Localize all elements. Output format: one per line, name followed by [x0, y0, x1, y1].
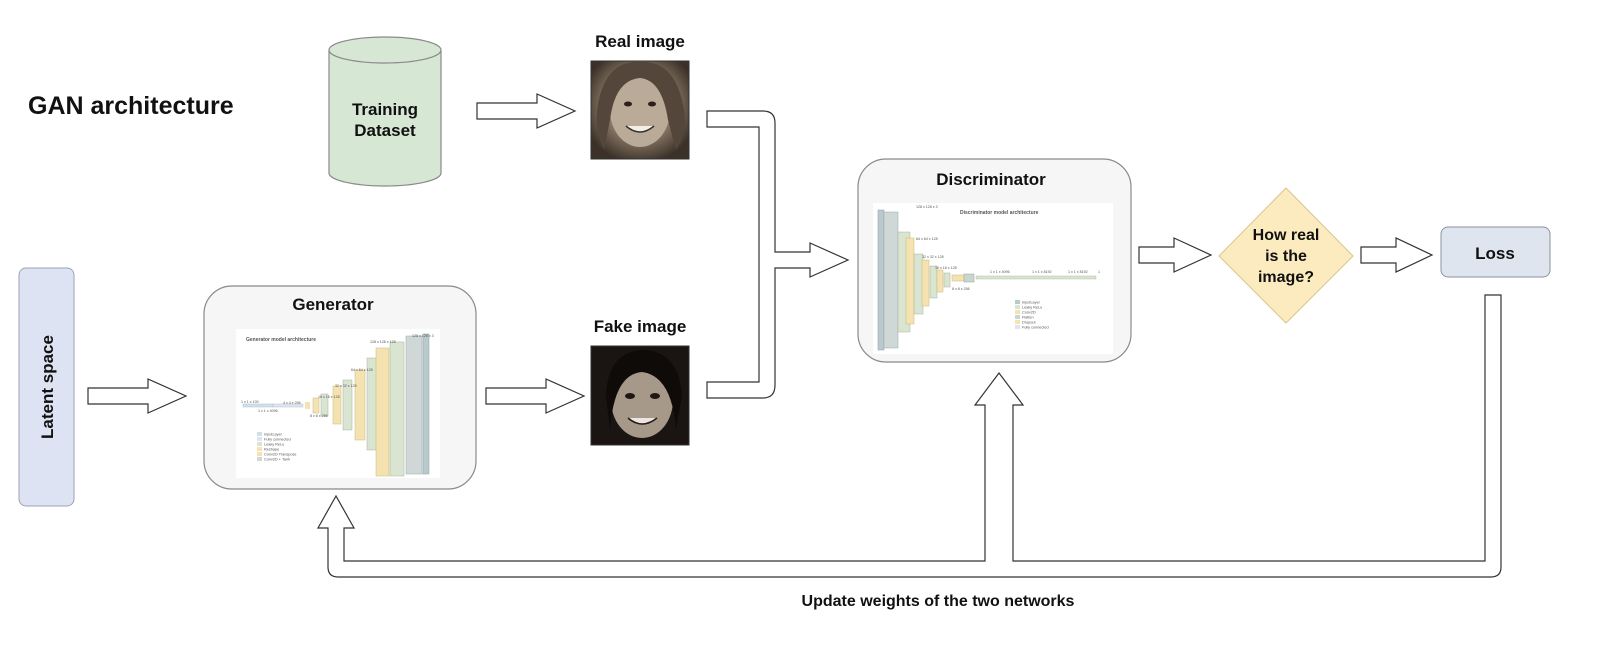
discriminator-label: Discriminator: [936, 170, 1046, 189]
arrow-feedback-loop: [316, 294, 1502, 578]
gen-legend-0: InputLayer: [264, 433, 283, 437]
generator-legend: InputLayer Fully connected Leaky ReLu Re…: [257, 432, 297, 462]
training-dataset-cylinder: Training Dataset: [328, 36, 442, 187]
page-title: GAN architecture: [28, 92, 234, 120]
discriminator-panel: Discriminator Discriminator model archit…: [857, 158, 1132, 363]
gen-legend-2: Leaky ReLu: [264, 443, 284, 447]
feedback-label: Update weights of the two networks: [802, 593, 1075, 610]
arrow-latent-to-generator: [87, 378, 188, 414]
disc-dim-5: 1 x 1 x 4096: [990, 270, 1010, 274]
disc-legend-4: Dropout: [1022, 321, 1036, 325]
gen-legend-3: Reshape: [264, 448, 279, 452]
gen-dim-7: 128 x 128 x 128: [370, 340, 396, 344]
gen-legend-4: Conv2D Transpose: [264, 453, 297, 457]
decision-line3: image?: [1258, 269, 1314, 286]
gen-dim-1: 1 x 1 x 4096: [258, 409, 278, 413]
discriminator-legend: InputLayer Leaky ReLu Conv2D Flatten Dro…: [1015, 300, 1049, 330]
fake-image-label: Fake image: [594, 317, 687, 336]
arrow-dataset-to-real: [476, 93, 577, 129]
decision-line2: is the: [1265, 248, 1307, 265]
generator-figure-title: Generator model architecture: [246, 337, 316, 343]
gen-dim-3: 8 x 8 x 256: [310, 414, 328, 418]
arrow-images-to-discriminator: [706, 110, 850, 399]
gen-dim-2: 4 x 4 x 256: [283, 401, 301, 405]
decision-diamond: How real is the image?: [1218, 187, 1354, 324]
generator-panel: Generator Generator model architecture 1…: [203, 285, 477, 490]
dataset-label-line2: Dataset: [354, 121, 416, 140]
loss-label: Loss: [1475, 244, 1515, 263]
disc-dim-1: 64 x 64 x 128: [916, 237, 938, 241]
disc-legend-0: InputLayer: [1022, 301, 1041, 305]
disc-dim-6: 1 x 1 x 8192: [1032, 270, 1052, 274]
latent-space-box: Latent space: [18, 267, 75, 507]
gen-dim-8: 128 x 128 x 3: [412, 334, 434, 338]
generator-label: Generator: [292, 295, 374, 314]
dataset-label-line1: Training: [352, 100, 418, 119]
latent-space-label: Latent space: [38, 335, 57, 439]
gen-dim-5: 32 x 32 x 128: [335, 384, 357, 388]
disc-dim-0: 128 x 128 x 3: [916, 205, 938, 209]
gen-dim-6: 64 x 64 x 128: [351, 368, 373, 372]
gen-dim-0: 1 x 1 x 100: [241, 400, 259, 404]
disc-dim-4: 8 x 8 x 256: [952, 287, 970, 291]
disc-legend-2: Conv2D: [1022, 311, 1036, 315]
arrow-discriminator-to-decision: [1138, 237, 1213, 273]
disc-dim-7: 1 x 1 x 8192: [1068, 270, 1088, 274]
decision-line1: How real: [1253, 227, 1320, 244]
disc-legend-5: Fully connected: [1022, 326, 1049, 330]
arrow-generator-to-fake: [485, 378, 586, 414]
arrow-decision-to-loss: [1360, 237, 1434, 273]
fake-image: [590, 345, 690, 446]
disc-dim-3: 16 x 16 x 128: [935, 266, 957, 270]
discriminator-figure-title: Discriminator model architecture: [960, 210, 1039, 216]
gen-dim-4: 16 x 16 x 128: [318, 395, 340, 399]
disc-legend-3: Flatten: [1022, 316, 1034, 320]
real-image: [590, 60, 690, 160]
real-image-label: Real image: [595, 32, 685, 51]
gen-legend-5: Conv2D + Tanh: [264, 458, 290, 462]
disc-dim-8: 1: [1098, 270, 1100, 274]
gen-legend-1: Fully connected: [264, 438, 291, 442]
disc-dim-2: 32 x 32 x 128: [922, 255, 944, 259]
disc-legend-1: Leaky ReLu: [1022, 306, 1042, 310]
loss-box: Loss: [1440, 226, 1551, 278]
